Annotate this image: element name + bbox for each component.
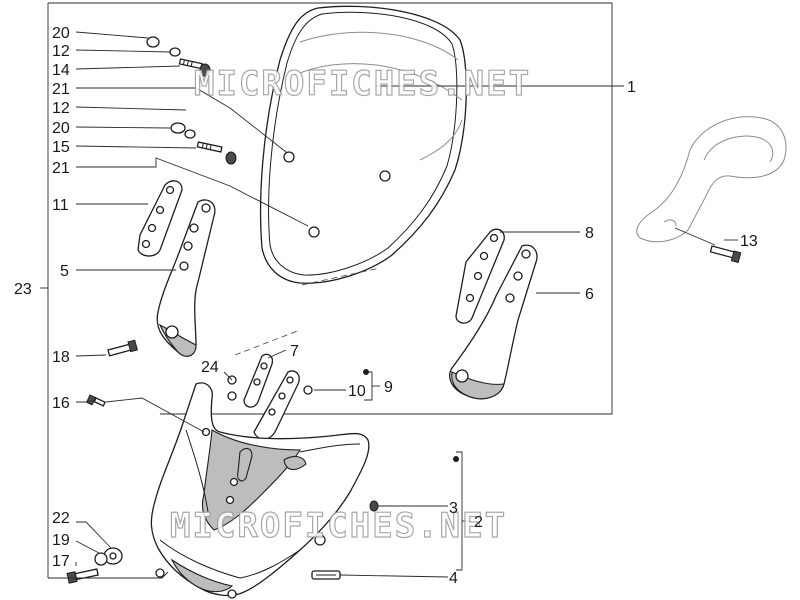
windshield (259, 5, 467, 284)
callout-18: 18 (52, 349, 70, 366)
callout-10: 10 (348, 383, 366, 400)
callout-1: 1 (627, 79, 636, 96)
callout-9: 9 (384, 379, 393, 396)
bolt-13 (709, 245, 742, 264)
bolt-18 (107, 339, 138, 357)
callout-8: 8 (585, 225, 594, 242)
left-bracket-plate (137, 180, 183, 257)
group-frame (48, 2, 613, 415)
callout-12-top: 12 (52, 43, 70, 60)
callout-24: 24 (201, 359, 219, 376)
callout-19: 19 (52, 532, 70, 549)
right-windshield-arm (449, 244, 538, 400)
callout-12-mid: 12 (52, 100, 70, 117)
callout-5: 5 (60, 263, 69, 280)
callout-23: 23 (14, 281, 32, 298)
callout-15: 15 (52, 139, 70, 156)
leader-lines (48, 31, 738, 579)
callout-22: 22 (52, 510, 70, 527)
callout-21-top: 21 (52, 81, 70, 98)
callout-21-mid: 21 (52, 160, 70, 177)
dashed-guide-1 (301, 267, 381, 286)
callout-6: 6 (585, 286, 594, 303)
callout-14: 14 (52, 62, 70, 79)
callout-16: 16 (52, 395, 70, 412)
callout-17: 17 (52, 553, 70, 570)
badge-decal-4 (311, 570, 341, 580)
watermark-top: MICROFICHES.NET (194, 64, 531, 104)
callout-13: 13 (740, 233, 758, 250)
lower-mount-bracket (227, 353, 313, 440)
watermark-bottom: MICROFICHES.NET (170, 506, 507, 546)
callout-11: 11 (52, 197, 69, 214)
callout-20-top: 20 (52, 25, 70, 42)
right-bracket-plate (455, 228, 505, 324)
rear-view-mirror (636, 116, 787, 264)
dashed-guide-2 (234, 329, 301, 356)
bolt-16 (85, 394, 106, 407)
lower-hardware (66, 547, 123, 584)
callout-4: 4 (449, 570, 458, 587)
callout-3: 3 (449, 500, 458, 517)
callout-labels: 20 12 14 21 12 20 15 21 11 5 23 18 16 22… (14, 25, 758, 587)
callout-2: 2 (474, 514, 483, 531)
left-windshield-arm (156, 199, 216, 357)
upper-hardware (146, 36, 237, 165)
front-fairing (150, 382, 370, 599)
callout-7: 7 (290, 343, 299, 360)
callout-20-mid: 20 (52, 120, 70, 137)
